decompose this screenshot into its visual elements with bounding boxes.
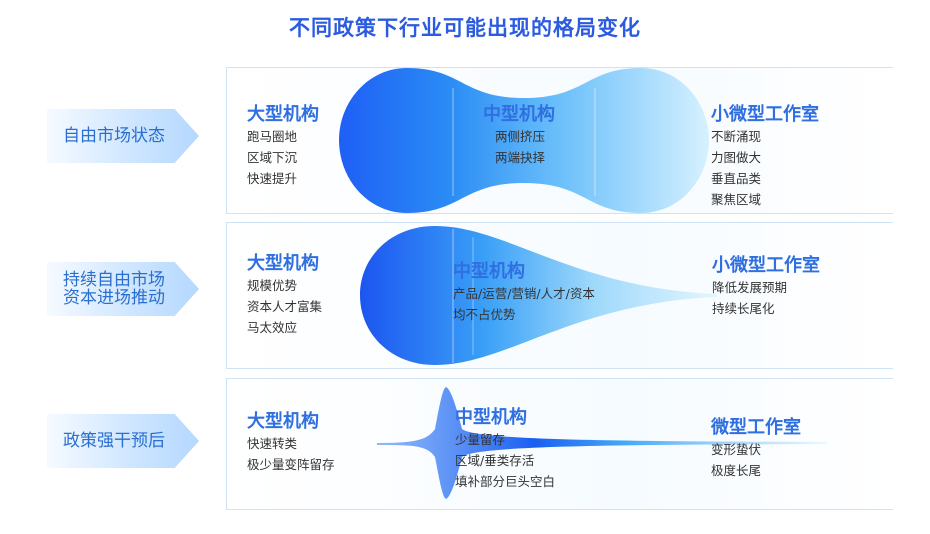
row-3-middle-title: 中型机构 [455, 407, 527, 428]
row-1-left-line-1: 跑马圈地 [247, 129, 298, 144]
row-2-panel: 大型机构 规模优势 资本人才富集 马太效应 中型机构 产品/运营/营销/人才/资… [226, 222, 893, 369]
row-3-panel: 大型机构 快速转类 极少量变阵留存 中型机构 少量留存 区域/垂类存活 填补部分… [226, 378, 893, 510]
row-3-right-line-1: 变形蛰伏 [711, 442, 762, 457]
row-2-right-title: 小微型工作室 [712, 255, 820, 276]
row-3-middle-line-3: 填补部分巨头空白 [455, 474, 556, 489]
row-3-left-line-2: 极少量变阵留存 [247, 457, 335, 472]
row-2-middle-line-2: 均不占优势 [453, 307, 516, 322]
row-2-middle-line-1: 产品/运营/营销/人才/资本 [453, 286, 595, 301]
row-1-right-line-3: 垂直品类 [711, 171, 762, 186]
row-1-left-line-3: 快速提升 [247, 171, 298, 186]
row-2-left-line-1: 规模优势 [247, 278, 298, 293]
row-3-left-line-1: 快速转类 [247, 436, 298, 451]
row-3-spindle-shape [377, 387, 827, 499]
row-1-left-title: 大型机构 [247, 104, 319, 125]
row-2-left-line-2: 资本人才富集 [247, 299, 323, 314]
row-3-middle-line-2: 区域/垂类存活 [455, 453, 535, 468]
row-3-right-line-2: 极度长尾 [711, 463, 762, 478]
row-1-right-line-4: 聚焦区域 [711, 192, 762, 207]
row-2-label: 持续自由市场 资本进场推动 [63, 270, 165, 308]
row-1-right-line-1: 不断涌现 [711, 129, 762, 144]
row-3-middle-block: 中型机构 少量留存 区域/垂类存活 填补部分巨头空白 [455, 407, 555, 492]
row-1-left-block: 大型机构 跑马圈地 区域下沉 快速提升 [247, 104, 319, 189]
row-3-left-title: 大型机构 [247, 411, 319, 432]
row-2-funnel-shape [360, 226, 717, 365]
row-1-middle-line-1: 两侧挤压 [495, 129, 546, 144]
row-1-middle-block: 中型机构 两侧挤压 两端抉择 [483, 104, 555, 168]
diagram-title: 不同政策下行业可能出现的格局变化 [289, 16, 641, 40]
row-3-right-block: 微型工作室 变形蛰伏 极度长尾 [711, 417, 801, 481]
row-1-right-line-2: 力图做大 [711, 150, 762, 165]
row-1-left-line-2: 区域下沉 [247, 150, 298, 165]
row-2-middle-block: 中型机构 产品/运营/营销/人才/资本 均不占优势 [453, 261, 595, 325]
row-2-right-line-1: 降低发展预期 [712, 280, 788, 295]
row-2-arrow: 持续自由市场 资本进场推动 [47, 262, 199, 316]
row-3-right-title: 微型工作室 [711, 417, 801, 438]
row-1-label: 自由市场状态 [63, 126, 165, 146]
row-1-middle-line-2: 两端抉择 [495, 150, 546, 165]
row-2-right-block: 小微型工作室 降低发展预期 持续长尾化 [712, 255, 820, 319]
row-1-right-title: 小微型工作室 [711, 104, 819, 125]
row-2-left-title: 大型机构 [247, 253, 319, 274]
row-1-arrow: 自由市场状态 [47, 109, 199, 163]
row-3-arrow: 政策强干预后 [47, 414, 199, 468]
row-1-hourglass-shape [339, 68, 709, 213]
row-3-label: 政策强干预后 [63, 431, 165, 451]
row-2-left-block: 大型机构 规模优势 资本人才富集 马太效应 [247, 253, 322, 338]
row-1-right-block: 小微型工作室 不断涌现 力图做大 垂直品类 聚焦区域 [711, 104, 819, 210]
row-3-middle-line-1: 少量留存 [455, 432, 506, 447]
row-1-panel: 大型机构 跑马圈地 区域下沉 快速提升 中型机构 两侧挤压 两端抉择 小微型工作… [226, 67, 893, 214]
row-1-middle-title: 中型机构 [483, 104, 555, 125]
row-2-middle-title: 中型机构 [453, 261, 525, 282]
row-3-left-block: 大型机构 快速转类 极少量变阵留存 [247, 411, 335, 475]
row-2-left-line-3: 马太效应 [247, 320, 298, 335]
row-2-right-line-2: 持续长尾化 [712, 301, 775, 316]
